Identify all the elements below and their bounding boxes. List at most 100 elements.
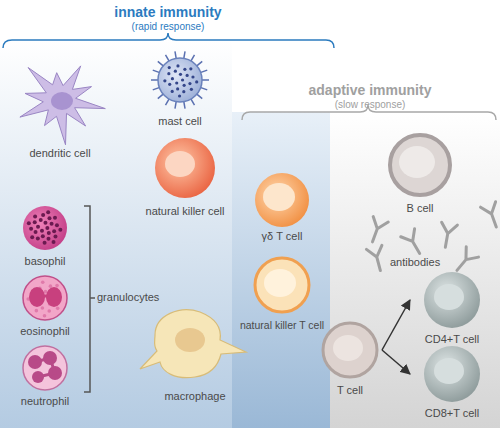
natural-killer-cell <box>165 151 195 177</box>
antibodies <box>365 217 388 245</box>
macrophage <box>175 328 205 352</box>
granule <box>189 67 192 70</box>
dendritic-cell <box>51 92 73 110</box>
natural-killer-t-cell <box>255 258 309 312</box>
macrophage <box>140 310 246 378</box>
cell-node: neutrophil <box>5 344 85 408</box>
dendritic-cell <box>20 66 105 145</box>
cd8-t-cell <box>424 346 480 402</box>
region-heading: innate immunity <box>0 0 336 21</box>
mast-cell <box>151 51 209 108</box>
gamma-delta-t-cell <box>263 183 295 211</box>
granule <box>50 222 54 226</box>
granule <box>186 74 189 77</box>
cell-node: basophil <box>5 204 85 268</box>
b-cell <box>390 135 450 195</box>
granule <box>49 284 53 288</box>
granule <box>167 72 170 75</box>
granule <box>43 314 47 318</box>
antibodies <box>365 202 500 276</box>
mast-cell <box>163 64 198 97</box>
granule <box>45 226 49 230</box>
region-panel: adaptive immunity(slow response)B cellT … <box>240 78 500 428</box>
granule <box>47 231 51 235</box>
granule <box>46 210 50 214</box>
granule <box>27 221 31 225</box>
cell-node: γδ T cell <box>235 171 329 243</box>
granule <box>41 306 45 310</box>
basophil <box>23 206 67 250</box>
granule <box>188 82 191 85</box>
background <box>0 40 500 428</box>
natural-killer-t-cell <box>255 258 309 312</box>
granule <box>56 307 60 311</box>
granule <box>171 77 174 80</box>
granule <box>36 236 40 240</box>
granule <box>52 229 56 233</box>
granule <box>47 216 51 220</box>
gamma-delta-t-cell <box>255 173 309 227</box>
granule <box>190 88 193 91</box>
cell-label: macrophage <box>164 390 225 403</box>
granule <box>33 215 37 219</box>
t-cell <box>333 335 363 361</box>
brace <box>3 33 334 48</box>
granule <box>55 284 59 288</box>
granule <box>53 216 57 220</box>
granule <box>168 66 171 69</box>
cd4-t-cell <box>424 272 480 328</box>
granule <box>176 64 179 67</box>
group-label: antibodies <box>390 256 440 269</box>
granule <box>41 234 45 238</box>
cell-node: CD8+T cell <box>410 344 494 420</box>
cd4-t-cell <box>424 272 480 328</box>
region-subheading: (rapid response) <box>0 21 336 33</box>
region-subheading: (slow response) <box>240 99 500 111</box>
mast-cell <box>151 51 209 108</box>
eosinophil <box>23 276 67 320</box>
differentiation-arrow <box>382 300 410 350</box>
cell-node: T cell <box>318 321 382 397</box>
mast-cell <box>158 58 202 102</box>
cd8-t-cell <box>424 346 480 402</box>
cell-label: T cell <box>337 384 363 397</box>
granule <box>183 68 186 71</box>
cell-node: dendritic cell <box>10 52 110 160</box>
basophil <box>23 206 67 250</box>
cell-node: eosinophil <box>5 274 85 338</box>
granule <box>53 235 57 239</box>
granule <box>195 80 198 83</box>
region-panel: innate immunity(rapid response) dendritic… <box>0 0 336 428</box>
granule <box>163 79 166 82</box>
group-label: granulocytes <box>97 291 159 304</box>
granule <box>43 241 47 245</box>
b-cell <box>390 135 450 195</box>
natural-killer-cell <box>155 138 215 198</box>
basophil <box>27 210 63 245</box>
granule <box>46 237 50 241</box>
natural-killer-cell <box>155 138 215 198</box>
granule <box>41 213 45 217</box>
cell-node: mast cell <box>140 54 220 128</box>
granule <box>183 84 186 87</box>
cell-label: natural killer cell <box>146 205 225 218</box>
antibodies <box>451 247 479 276</box>
granule <box>30 235 34 239</box>
eosinophil <box>26 281 61 318</box>
granule <box>52 240 56 244</box>
cell-label: basophil <box>25 255 66 268</box>
dendritic-cell <box>20 66 105 145</box>
granule <box>41 281 45 285</box>
granule <box>176 87 179 90</box>
granule <box>40 229 44 233</box>
granule <box>33 220 37 224</box>
macrophage <box>140 310 246 378</box>
cell-node: CD4+T cell <box>410 270 494 346</box>
granule <box>191 75 194 78</box>
t-cell <box>323 323 377 377</box>
granule <box>182 90 185 93</box>
granule <box>175 81 178 84</box>
granule <box>179 73 182 76</box>
neutrophil <box>35 358 55 377</box>
granule <box>178 94 181 97</box>
